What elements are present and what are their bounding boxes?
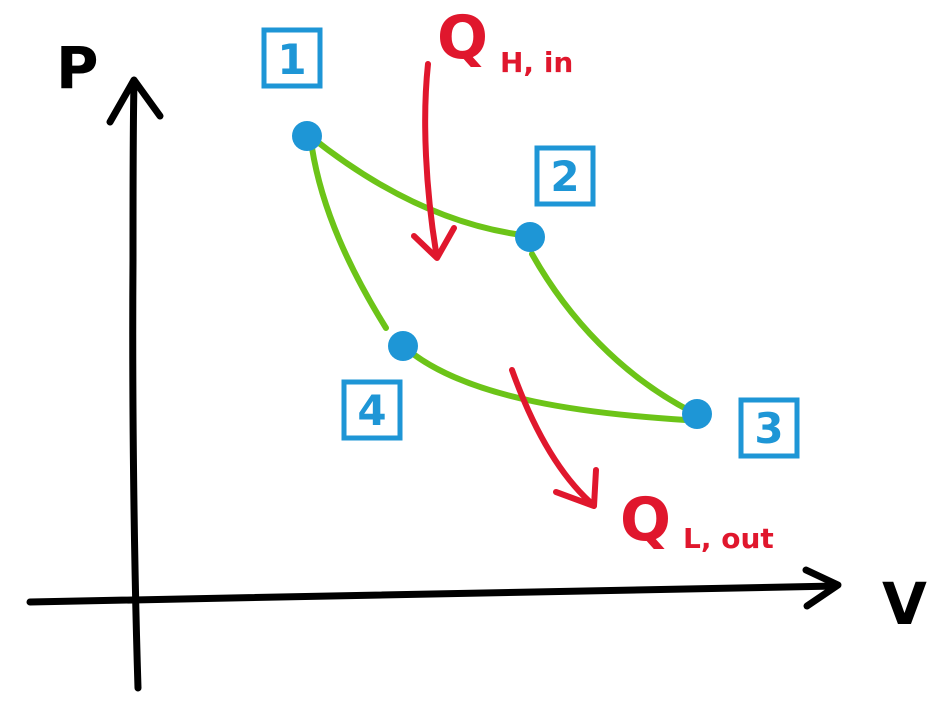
state-label-2-box [534,145,596,207]
state-point-2 [515,222,545,252]
state-label-2-text: 2 [550,152,579,201]
x-axis-label: V [882,570,927,638]
heat-in: Q H, in [411,3,573,261]
heat-out-symbol: Q [620,485,671,555]
heat-out-arrowhead-icon [553,467,599,509]
state-label-1-text: 1 [277,35,306,84]
process-1-2-curve [307,133,533,239]
y-axis-label: P [56,34,99,102]
axes [26,76,842,692]
heat-in-arrow-icon [422,61,439,255]
state-label-3-box [738,397,800,459]
state-point-4 [388,331,418,361]
state-point-1 [292,121,322,151]
state-label-4: 4 [341,379,403,441]
heat-out-label: Q L, out [620,485,774,555]
heat-in-subscript: H, in [500,46,573,79]
heat-in-label: Q H, in [437,3,573,79]
x-axis-arrowhead [802,566,842,610]
heat-out-subscript: L, out [683,522,774,555]
state-label-4-box [341,379,403,441]
process-2-3-curve [529,251,695,415]
state-label-3-text: 3 [754,404,783,453]
heat-in-arrowhead-icon [411,225,457,261]
cycle-curves [307,133,695,423]
state-label-2: 2 [534,145,596,207]
heat-in-symbol: Q [437,3,488,73]
x-axis-line [26,582,840,606]
process-3-4-curve [405,347,689,423]
state-label-1-box [261,27,323,89]
heat-out-arrow-icon [509,367,593,505]
state-labels: 1 2 3 4 [261,27,800,459]
y-axis-arrowhead [106,76,164,126]
state-label-4-text: 4 [357,386,386,435]
state-points [292,121,712,429]
heat-out: Q L, out [509,367,774,555]
state-point-3 [682,399,712,429]
state-label-3: 3 [738,397,800,459]
state-label-1: 1 [261,27,323,89]
y-axis-line [129,80,142,692]
process-4-1-curve [309,145,389,331]
